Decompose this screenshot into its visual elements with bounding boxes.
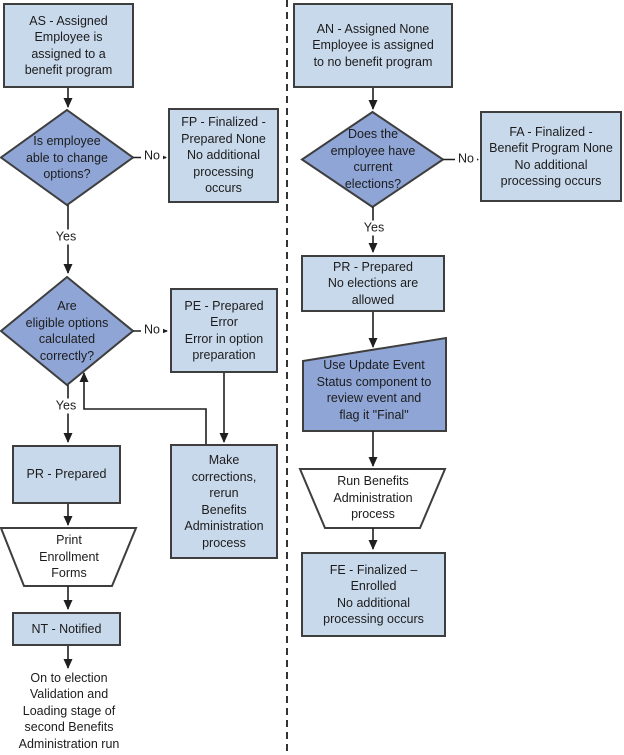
manual-op-run-benefits-admin xyxy=(298,468,447,529)
status-box-pr-no-elections: PR - Prepared No elections are allowed xyxy=(301,255,445,312)
status-box-nt-notified: NT - Notified xyxy=(12,612,121,646)
edge-label-no-decision1: No xyxy=(141,148,163,164)
status-box-an-assigned-none: AN - Assigned None Employee is assigned … xyxy=(293,3,453,88)
manual-input-update-event-status xyxy=(302,336,447,432)
end-note-text: On to election Validation and Loading st… xyxy=(18,670,120,751)
edge-label-yes-decision2: Yes xyxy=(52,398,80,414)
arrow-make-corrections-to-decision2 xyxy=(79,372,207,444)
status-box-pe-prepared-error: PE - Prepared Error Error in option prep… xyxy=(170,288,278,373)
edge-label-no-decision2: No xyxy=(141,322,163,338)
decision-diamond-change-options xyxy=(0,108,135,207)
edge-label-yes-decision3: Yes xyxy=(360,220,388,236)
edge-label-no-decision3: No xyxy=(455,151,477,167)
status-box-fp-finalized-prepared-none: FP - Finalized - Prepared None No additi… xyxy=(168,108,279,203)
status-box-as-assigned: AS - Assigned Employee is assigned to a … xyxy=(3,3,134,88)
edge-label-yes-decision1: Yes xyxy=(52,229,80,245)
decision-diamond-current-elections xyxy=(300,110,445,209)
manual-op-print-enrollment-forms xyxy=(0,527,138,587)
status-box-fa-finalized-benefit-none: FA - Finalized - Benefit Program None No… xyxy=(480,111,622,202)
status-box-fe-finalized-enrolled: FE - Finalized – Enrolled No additional … xyxy=(301,552,446,637)
decision-diamond-options-correct xyxy=(0,275,135,387)
process-box-make-corrections: Make corrections, rerun Benefits Adminis… xyxy=(170,444,278,559)
status-box-pr-prepared: PR - Prepared xyxy=(12,445,121,504)
